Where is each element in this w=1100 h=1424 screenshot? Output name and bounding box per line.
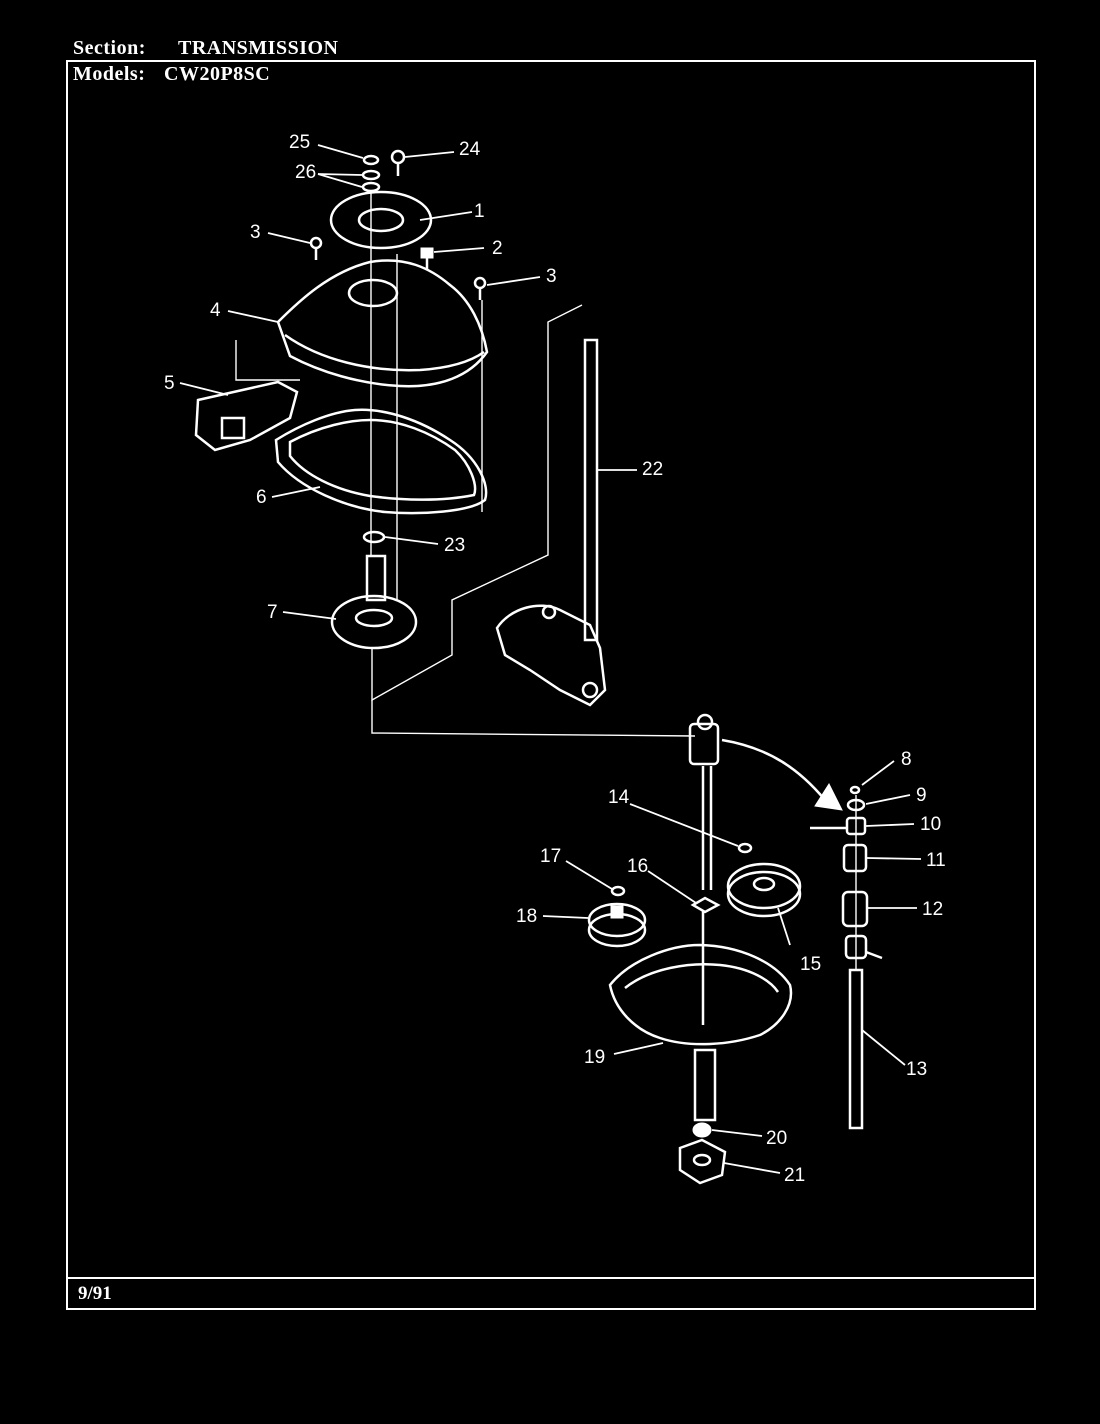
callout-11: 11 bbox=[926, 850, 946, 871]
callout-4: 4 bbox=[210, 300, 221, 321]
callout-25: 25 bbox=[289, 132, 310, 153]
section-value: TRANSMISSION bbox=[178, 37, 339, 59]
callout-5: 5 bbox=[164, 373, 175, 394]
direction-arrow bbox=[721, 738, 826, 801]
callout-22: 22 bbox=[642, 459, 663, 480]
callout-14: 14 bbox=[608, 787, 630, 808]
part-bushing bbox=[692, 1122, 712, 1138]
part-washer-14 bbox=[737, 842, 753, 854]
callout-3-right: 3 bbox=[546, 266, 557, 287]
part-plug bbox=[420, 247, 434, 270]
footer-divider bbox=[66, 1277, 1036, 1279]
section-label: Section: bbox=[73, 37, 146, 59]
part-washers bbox=[361, 149, 406, 193]
callout-16: 16 bbox=[627, 856, 648, 877]
part-plate bbox=[329, 190, 433, 250]
part-gasket bbox=[274, 408, 488, 515]
callout-2: 2 bbox=[492, 238, 503, 259]
callout-10: 10 bbox=[920, 814, 941, 835]
part-cover bbox=[276, 259, 489, 388]
callout-3-left: 3 bbox=[250, 222, 261, 243]
callout-15: 15 bbox=[800, 954, 821, 975]
models-label: Models: bbox=[73, 63, 146, 85]
part-drive-shaft bbox=[688, 713, 720, 890]
callout-19: 19 bbox=[584, 1047, 605, 1068]
part-shaft-base bbox=[330, 554, 418, 650]
callout-20: 20 bbox=[766, 1128, 787, 1149]
models-value: CW20P8SC bbox=[164, 63, 271, 85]
callout-6: 6 bbox=[256, 487, 267, 508]
callout-24: 24 bbox=[459, 139, 481, 160]
callout-21: 21 bbox=[784, 1165, 805, 1186]
part-gearcase bbox=[608, 910, 793, 1122]
part-collar bbox=[690, 896, 721, 914]
callout-17: 17 bbox=[540, 846, 561, 867]
part-rod-linkage bbox=[495, 338, 607, 707]
part-bearing bbox=[678, 1138, 727, 1185]
part-screws bbox=[309, 236, 487, 300]
part-gear-18 bbox=[587, 902, 647, 948]
callout-13: 13 bbox=[906, 1059, 927, 1080]
part-gear-15 bbox=[726, 862, 802, 918]
callout-1: 1 bbox=[474, 201, 485, 222]
callout-7: 7 bbox=[267, 602, 278, 623]
callout-23: 23 bbox=[444, 535, 465, 556]
part-washer-17 bbox=[610, 885, 626, 897]
callout-26: 26 bbox=[295, 162, 316, 183]
callout-8: 8 bbox=[901, 749, 912, 770]
diagram-frame bbox=[66, 60, 1036, 1310]
part-bracket bbox=[194, 380, 299, 452]
callout-9: 9 bbox=[916, 785, 927, 806]
footer-date: 9/91 bbox=[78, 1283, 112, 1304]
callout-12: 12 bbox=[922, 899, 943, 920]
callout-18: 18 bbox=[516, 906, 537, 927]
part-o-ring bbox=[362, 530, 386, 544]
